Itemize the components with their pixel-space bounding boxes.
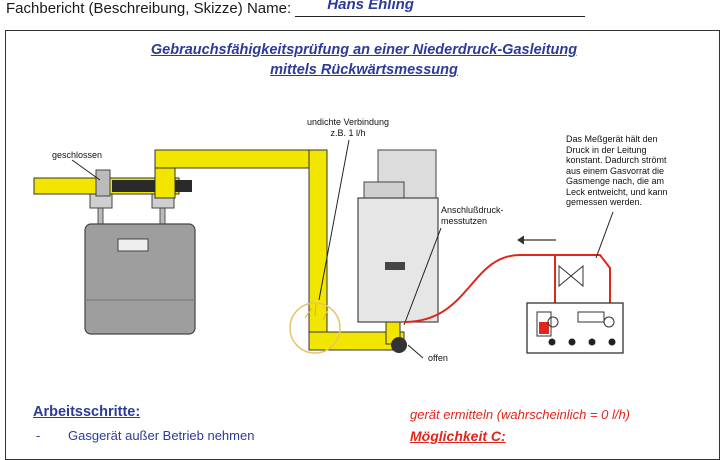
name-line: Hans Ehling: [295, 0, 586, 17]
measuring-device: [526, 302, 624, 354]
title-line-1: Gebrauchsfähigkeitsprüfung an einer Nied…: [150, 42, 578, 58]
section-heading: Arbeitsschritte:: [33, 404, 141, 420]
leak-marker: [289, 302, 341, 354]
step-bullet: -: [36, 428, 41, 443]
option-heading: Möglichkeit C:: [410, 428, 506, 444]
pipe-run: [33, 149, 407, 353]
gas-boiler: [357, 149, 439, 323]
step-item: - Gasgerät außer Betrieb nehmen: [36, 428, 254, 443]
title-line-2: mittels Rückwärtsmessung: [270, 62, 458, 78]
gas-meter: [84, 193, 196, 335]
header-label: Fachbericht (Beschreibung, Skizze) Name:: [6, 0, 292, 17]
label-device-note: Das Meßgerät hält den Druck in der Leitu…: [566, 134, 668, 207]
right-text: gerät ermitteln (wahrscheinlich = 0 l/h): [410, 407, 631, 422]
label-open: offen: [428, 353, 448, 363]
label-pressure-port: Anschlußdruck- messtutzen: [441, 205, 504, 226]
author-name: Hans Ehling: [327, 0, 414, 13]
label-leak: undichte Verbindung z.B. 1 l/h: [306, 117, 390, 138]
red-hose: [403, 254, 611, 323]
label-closed: geschlossen: [52, 150, 103, 160]
report-header: Fachbericht (Beschreibung, Skizze) Name:…: [6, 0, 586, 17]
step-text: Gasgerät außer Betrieb nehmen: [68, 428, 255, 443]
